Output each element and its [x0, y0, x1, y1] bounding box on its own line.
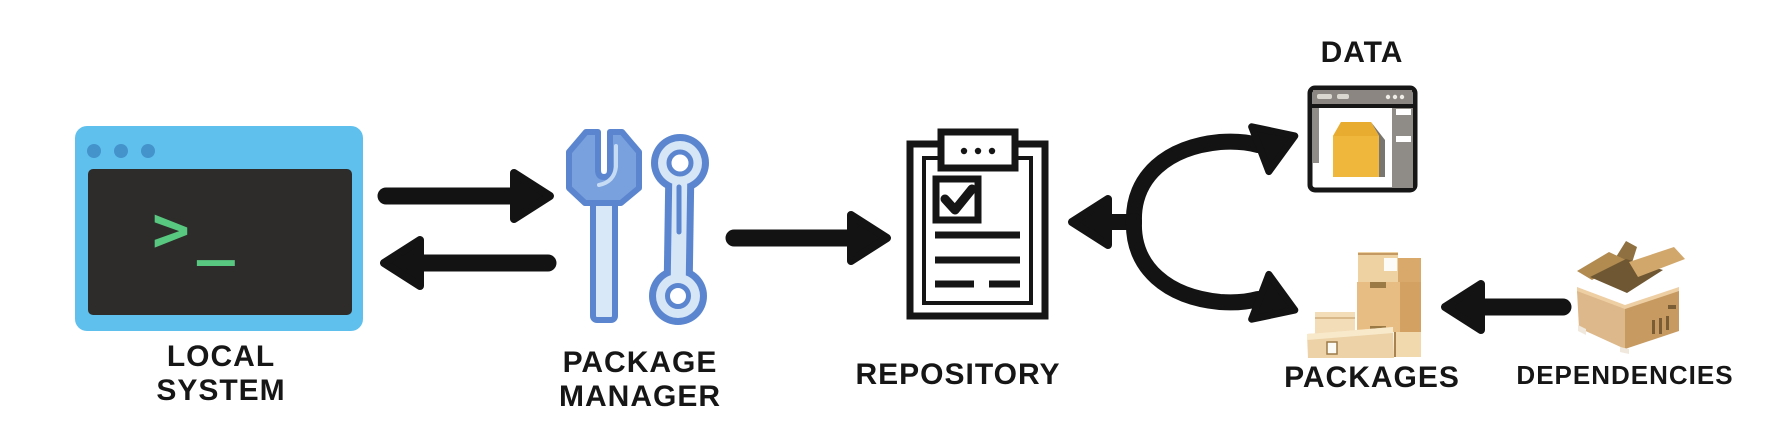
bottom-right-box	[1394, 332, 1421, 357]
box-foot-center	[1620, 347, 1629, 354]
arrowhead-to-data	[1248, 123, 1299, 176]
clipboard-board	[906, 140, 1049, 320]
data-window-left-strip	[1313, 108, 1319, 163]
box-foot-left	[1578, 325, 1586, 335]
open-cardboard-box-icon	[1577, 241, 1685, 354]
label-packages: PACKAGES	[1284, 361, 1460, 394]
label-package-manager-line2: MANAGER	[559, 380, 721, 413]
terminal-window-icon	[75, 126, 363, 331]
label-local-system-line1: LOCAL	[166, 340, 276, 373]
wrench-head	[566, 129, 642, 206]
terminal-prompt: >_	[152, 193, 242, 266]
wrench-and-spanner-icon	[566, 129, 709, 325]
stacked-cardboard-boxes-icon	[1307, 252, 1421, 358]
arrowhead-to-packages	[1248, 270, 1299, 323]
browser-window-package-icon	[1307, 85, 1418, 193]
label-package-manager: PACKAGE MANAGER	[559, 346, 721, 414]
data-window-sidebar	[1392, 108, 1413, 188]
arrow-fork-to-data-curve	[1125, 133, 1266, 231]
titlebar-dashes	[1317, 94, 1349, 99]
terminal-screen	[88, 169, 352, 315]
box-right-flap	[1629, 247, 1685, 277]
label-local-system: LOCAL SYSTEM	[156, 340, 285, 408]
wrench-handle	[590, 195, 618, 323]
top-box	[1358, 252, 1398, 282]
data-window-titlebar	[1313, 90, 1412, 104]
spanner	[649, 134, 709, 325]
clip-dots	[960, 147, 996, 155]
clipboard-text-lines	[935, 231, 1020, 288]
box-front-left-face	[1577, 291, 1625, 349]
open-tray-box	[1307, 327, 1394, 358]
checkmark-icon	[940, 184, 977, 215]
wrench-highlight	[597, 144, 618, 187]
label-dependencies: DEPENDENCIES	[1516, 360, 1734, 390]
label-repository: REPOSITORY	[855, 358, 1061, 391]
label-local-system-line2: SYSTEM	[156, 374, 286, 407]
box-barcode-marks	[1652, 305, 1676, 334]
titlebar-dots	[1385, 94, 1405, 100]
label-package-manager-line1: PACKAGE	[562, 346, 718, 379]
label-data: DATA	[1320, 36, 1404, 69]
yellow-package	[1333, 122, 1385, 177]
terminal-titlebar-dots	[87, 144, 155, 158]
small-left-box	[1315, 312, 1355, 335]
arrow-fork-to-packages-curve	[1125, 213, 1266, 311]
box-left-flap	[1577, 252, 1626, 280]
middle-box	[1357, 282, 1421, 335]
clipboard-checklist-icon	[906, 128, 1049, 320]
